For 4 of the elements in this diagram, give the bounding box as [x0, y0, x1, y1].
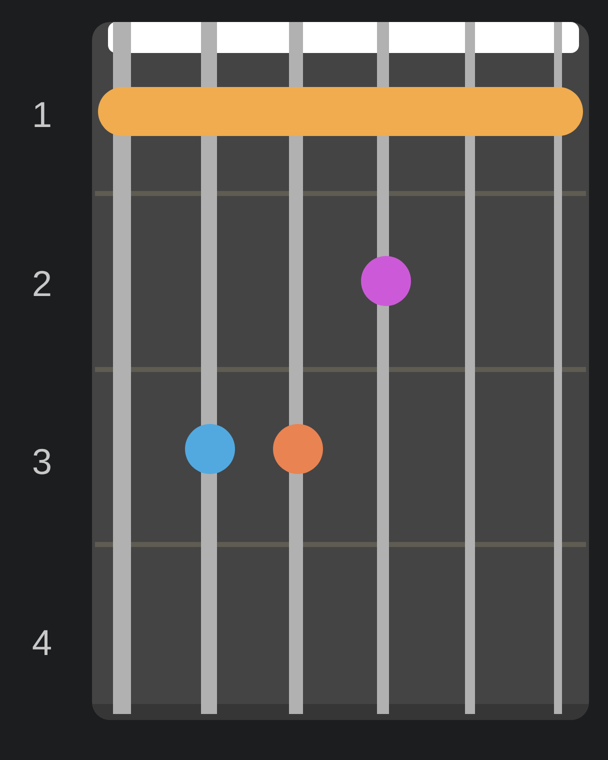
- fret-number: 1: [30, 95, 54, 135]
- fret-number: 2: [30, 264, 54, 304]
- fret-number: 3: [30, 442, 54, 482]
- fret-number: 4: [30, 623, 54, 663]
